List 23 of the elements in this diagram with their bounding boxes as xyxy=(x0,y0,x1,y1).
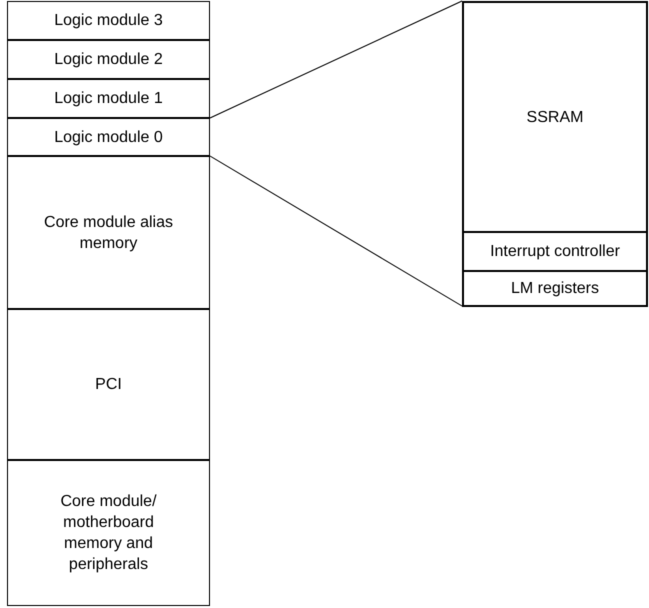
memory-region xyxy=(7,156,210,309)
memory-region xyxy=(7,79,210,118)
region-label: Logic module 1 xyxy=(54,89,163,109)
memory-block xyxy=(462,1,648,307)
memory-region xyxy=(463,271,647,306)
region-label: SSRAM xyxy=(526,108,584,128)
expansion-line xyxy=(210,0,462,118)
region-label: Core module alias memory xyxy=(43,212,174,254)
region-label: Logic module 0 xyxy=(54,128,163,148)
region-label: PCI xyxy=(95,375,122,395)
region-label: Interrupt controller xyxy=(490,242,620,262)
expansion-line xyxy=(210,156,462,306)
region-label: LM registers xyxy=(510,279,600,299)
memory-region xyxy=(7,118,210,156)
memory-region xyxy=(7,40,210,79)
memory-region xyxy=(7,1,210,40)
region-label: Core module/ motherboard memory and peripherals xyxy=(59,492,158,575)
memory-region xyxy=(7,460,210,606)
region-label: Logic module 2 xyxy=(54,50,163,70)
region-label: Logic module 3 xyxy=(54,11,163,31)
memory-region xyxy=(7,309,210,460)
memory-region xyxy=(463,232,647,271)
memory-region xyxy=(463,2,647,232)
